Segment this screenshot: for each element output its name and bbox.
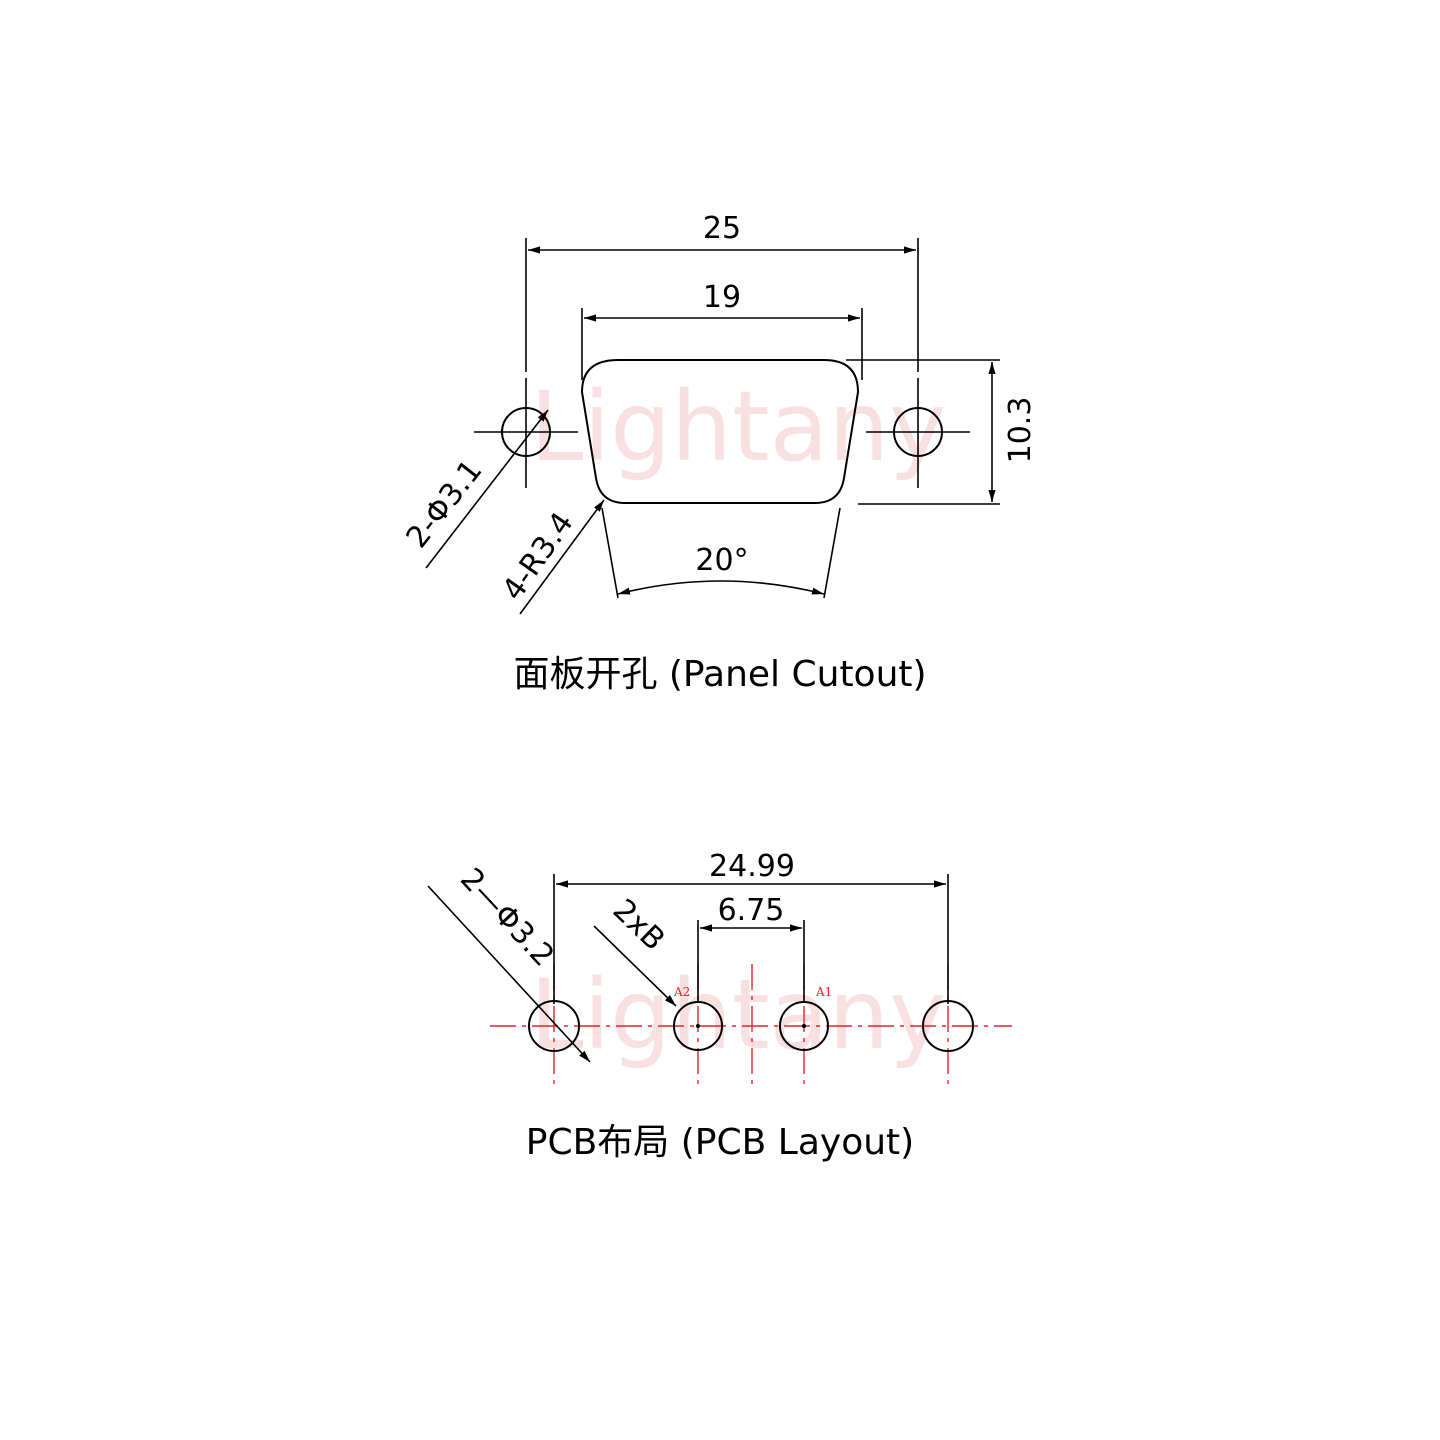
dim-pcb-overall-label: 24.99 — [709, 849, 795, 884]
dim-radius-label: 4-R3.4 — [496, 506, 581, 607]
dim-arc-angle — [617, 580, 825, 595]
dim-pitch-label: 6.75 — [718, 893, 785, 928]
leader-pins — [593, 925, 677, 1007]
leader-radius — [519, 499, 605, 615]
dim-overall-label: 25 — [703, 211, 741, 246]
leader-holes — [425, 409, 549, 569]
panel-cutout-view: 25 19 10.3 2-Φ3.1 4-R3.4 20° 面板开孔 (Panel… — [400, 211, 1038, 695]
dim-angle-label: 20° — [695, 543, 748, 578]
pin-label-a2: A2 — [673, 985, 690, 999]
watermark-bottom: Lightany — [530, 959, 946, 1071]
dim-pcb-holes-label: 2—Φ3.2 — [453, 862, 561, 974]
right-mounting-hole — [866, 378, 970, 488]
panel-cutout-caption: 面板开孔 (Panel Cutout) — [513, 654, 926, 695]
watermark-top: Lightany — [530, 371, 946, 483]
dim-width-label: 19 — [703, 280, 741, 315]
left-mounting-hole — [474, 378, 578, 488]
pcb-layout-caption: PCB布局 (PCB Layout) — [526, 1122, 914, 1163]
d-sub-cutout-outline — [580, 359, 860, 504]
pin-label-a1: A1 — [815, 985, 832, 999]
leader-pcb-holes — [427, 885, 591, 1063]
dim-height-label: 10.3 — [1003, 397, 1038, 464]
